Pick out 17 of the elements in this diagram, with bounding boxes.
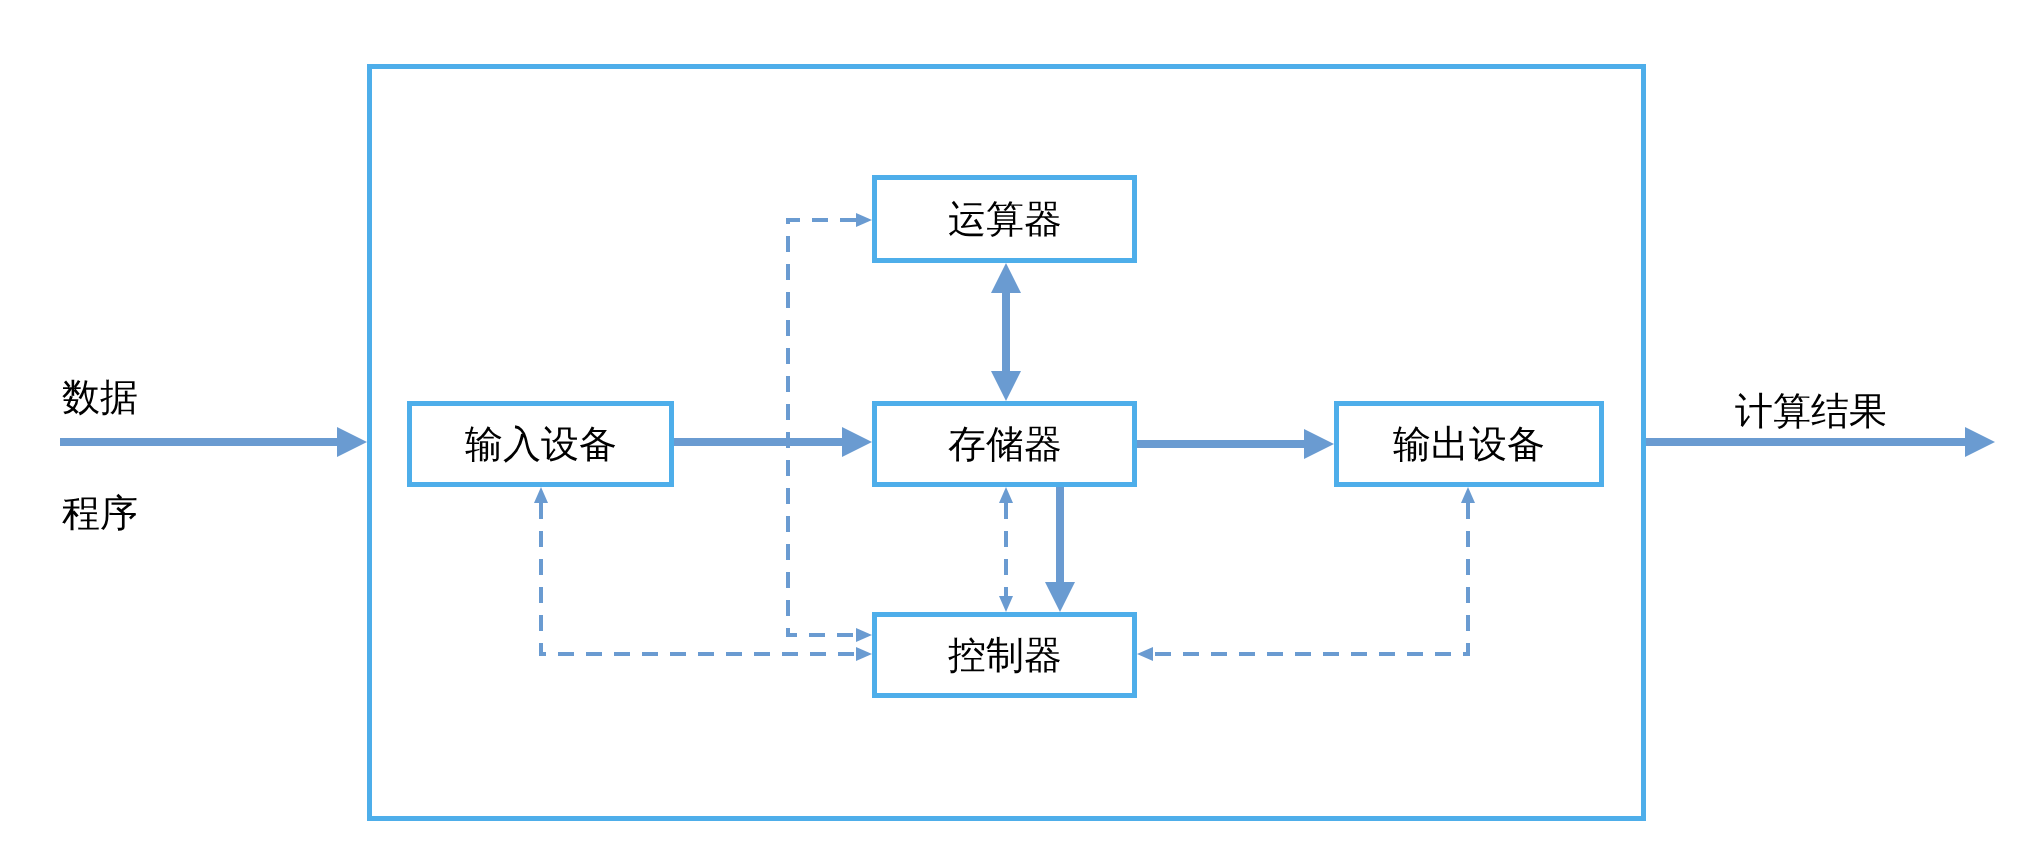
arrow xyxy=(1045,487,1075,612)
unit-box: 运算器 xyxy=(872,175,1137,263)
unit-box: 输出设备 xyxy=(1334,401,1604,487)
arrow xyxy=(786,213,872,642)
unit-box: 存储器 xyxy=(872,401,1137,487)
arrow xyxy=(674,427,872,457)
flow-label: 计算结果 xyxy=(1735,388,1887,435)
unit-box: 控制器 xyxy=(872,612,1137,698)
system-frame xyxy=(367,64,1646,821)
arrow xyxy=(1137,487,1475,661)
arrow xyxy=(1137,429,1334,459)
flow-label: 程序 xyxy=(62,490,138,537)
unit-box: 输入设备 xyxy=(407,401,674,487)
arrow xyxy=(534,487,872,661)
arrow xyxy=(991,263,1021,401)
arrow xyxy=(999,487,1013,612)
flow-label: 数据 xyxy=(62,374,138,421)
